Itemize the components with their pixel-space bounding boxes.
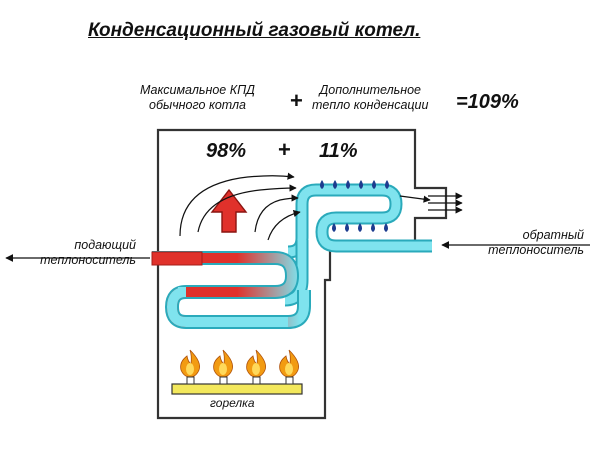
return-label-line2: теплоноситель [488, 243, 584, 257]
droplet [372, 180, 376, 189]
droplet [345, 223, 349, 232]
max-efficiency-label: Максимальное КПД обычного котла [140, 83, 255, 113]
droplet [371, 223, 375, 232]
return-pipe [284, 183, 432, 307]
droplet [358, 223, 362, 232]
efficiency-11: 11% [319, 140, 358, 162]
burner-label: горелка [210, 396, 255, 410]
exhaust-arrows [428, 192, 463, 214]
formula-plus: + [290, 88, 303, 113]
droplet [385, 180, 389, 189]
flame-core [219, 363, 227, 375]
heat-up-arrow [210, 188, 248, 233]
droplet [384, 223, 388, 232]
supply-label-line2: теплоноситель [40, 253, 136, 267]
max-efficiency-line1: Максимальное КПД [140, 83, 255, 97]
droplet [332, 223, 336, 232]
diagram-title: Конденсационный газовый котел. [88, 20, 421, 41]
efficiency-98: 98% [206, 140, 247, 162]
heat-exchanger-coil [152, 251, 311, 329]
condensation-heat-label: Дополнительное тепло конденсации [312, 83, 428, 113]
max-efficiency-line2: обычного котла [149, 98, 246, 112]
flame-core [186, 363, 194, 375]
return-label-line1: обратный [522, 228, 584, 242]
droplet [359, 180, 363, 189]
return-label: обратный теплоноситель [456, 228, 584, 258]
burner-flames [180, 349, 299, 378]
droplet [320, 180, 324, 189]
condensation-heat-line1: Дополнительное [319, 83, 421, 97]
total-efficiency: =109% [456, 91, 519, 113]
supply-label: подающий теплоноситель [8, 238, 136, 268]
flame-core [285, 363, 293, 375]
supply-pipe [151, 251, 203, 266]
burner-nozzles [186, 376, 294, 385]
gas-flow-lines [179, 172, 431, 241]
droplet [333, 180, 337, 189]
condensation-heat-line2: тепло конденсации [312, 98, 429, 112]
condensate-droplets [320, 180, 389, 232]
flame-core [252, 363, 260, 375]
supply-label-line1: подающий [74, 238, 136, 252]
values-plus: + [278, 137, 291, 162]
burner-bar [171, 383, 303, 395]
droplet [346, 180, 350, 189]
